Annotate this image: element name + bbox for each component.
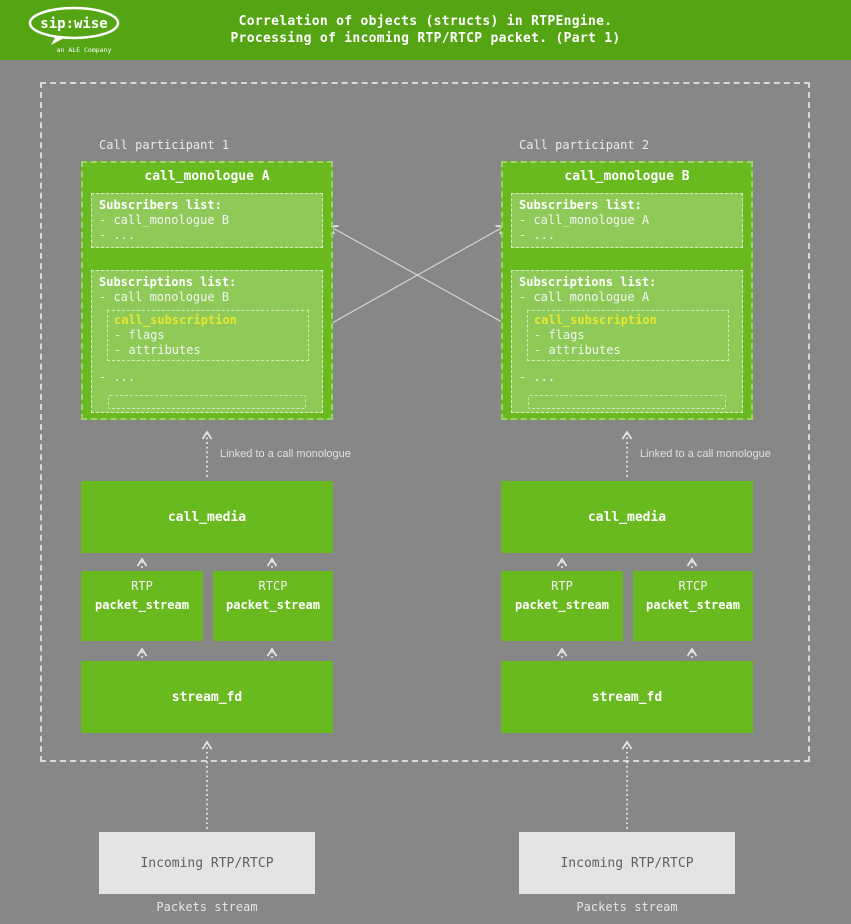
title-line-2: Processing of incoming RTP/RTCP packet. … (230, 31, 621, 46)
call-subscription-title: call_subscription (114, 313, 237, 327)
diagram-boundary (40, 82, 810, 762)
call-monologue-title: call_monologue B (564, 169, 690, 184)
call-monologue-title: call_monologue A (144, 169, 270, 184)
rtcp-label: RTCP (258, 579, 288, 593)
subscription-flags: - flags (534, 328, 585, 342)
call-monologue-box: call_monologue A Subscribers list: - cal… (81, 161, 333, 420)
subscribers-item: - call_monologue A (519, 213, 650, 227)
subscriptions-more: - ... (99, 370, 136, 384)
packet-stream-rtp-box: RTP packet_stream (501, 571, 623, 641)
call-media-label: call_media (167, 509, 247, 525)
stream-fd-label: stream_fd (591, 689, 663, 705)
call-media-label: call_media (587, 509, 667, 525)
call-media-box: call_media (81, 481, 333, 553)
subscriptions-item: - call monologue A (519, 290, 650, 304)
subscribers-title: Subscribers list: (99, 198, 222, 212)
subscription-attributes: - attributes (534, 343, 621, 357)
stream-fd-box: stream_fd (501, 661, 753, 733)
linked-to-monologue-label: Linked to a call monologue (220, 448, 351, 460)
subscriptions-title: Subscriptions list: (99, 275, 237, 289)
packet-stream-rtp-box: RTP packet_stream (81, 571, 203, 641)
participant-label: Call participant 2 (519, 138, 650, 152)
packet-stream-label: packet_stream (515, 598, 609, 612)
subscriptions-list-box: Subscriptions list: - call monologue A c… (511, 270, 743, 413)
subscribers-more: - ... (99, 228, 136, 242)
stream-fd-label: stream_fd (171, 689, 243, 705)
call-media-box: call_media (501, 481, 753, 553)
sipwise-logo-icon: sip:wise an ALE Company (28, 6, 120, 54)
subscribers-more: - ... (519, 228, 556, 242)
incoming-rtp-box: Incoming RTP/RTCP (519, 832, 735, 894)
subscribers-title: Subscribers list: (519, 198, 642, 212)
packets-stream-label: Packets stream (156, 900, 258, 914)
subscriptions-item: - call monologue B (99, 290, 230, 304)
subscribers-list-box: Subscribers list: - call_monologue A - .… (511, 193, 743, 248)
subscription-flags: - flags (114, 328, 165, 342)
rtcp-label: RTCP (678, 579, 708, 593)
packet-stream-label: packet_stream (95, 598, 189, 612)
rtp-label: RTP (131, 579, 153, 593)
subscriptions-more: - ... (519, 370, 556, 384)
subscribers-list-box: Subscribers list: - call_monologue B - .… (91, 193, 323, 248)
next-subscription-hint (528, 395, 726, 409)
subscriptions-list-box: Subscriptions list: - call monologue B c… (91, 270, 323, 413)
header-bar: sip:wise an ALE Company Correlation of o… (0, 0, 851, 60)
subscribers-item: - call_monologue B (99, 213, 230, 227)
participant-label: Call participant 1 (99, 138, 230, 152)
participant-column-1: Call participant 1 call_monologue A Subs… (81, 130, 351, 922)
logo-subtext: an ALE Company (57, 46, 112, 54)
call-subscription-box: call_subscription - flags - attributes (107, 310, 309, 361)
next-subscription-hint (108, 395, 306, 409)
subscriptions-title: Subscriptions list: (519, 275, 657, 289)
packet-stream-rtcp-box: RTCP packet_stream (213, 571, 333, 641)
page-title: Correlation of objects (structs) in RTPE… (0, 13, 851, 47)
rtp-label: RTP (551, 579, 573, 593)
stream-fd-box: stream_fd (81, 661, 333, 733)
packet-stream-label: packet_stream (646, 598, 740, 612)
participant-column-2: Call participant 2 call_monologue B Subs… (501, 130, 771, 922)
packet-stream-rtcp-box: RTCP packet_stream (633, 571, 753, 641)
call-subscription-title: call_subscription (534, 313, 657, 327)
incoming-rtp-label: Incoming RTP/RTCP (560, 855, 694, 871)
subscription-attributes: - attributes (114, 343, 201, 357)
packet-stream-label: packet_stream (226, 598, 320, 612)
sipwise-logo: sip:wise an ALE Company (26, 5, 122, 59)
incoming-rtp-box: Incoming RTP/RTCP (99, 832, 315, 894)
call-subscription-box: call_subscription - flags - attributes (527, 310, 729, 361)
linked-to-monologue-label: Linked to a call monologue (640, 448, 771, 460)
call-monologue-box: call_monologue B Subscribers list: - cal… (501, 161, 753, 420)
logo-text: sip:wise (40, 16, 107, 32)
packets-stream-label: Packets stream (576, 900, 678, 914)
title-line-1: Correlation of objects (structs) in RTPE… (238, 14, 613, 29)
incoming-rtp-label: Incoming RTP/RTCP (140, 855, 274, 871)
